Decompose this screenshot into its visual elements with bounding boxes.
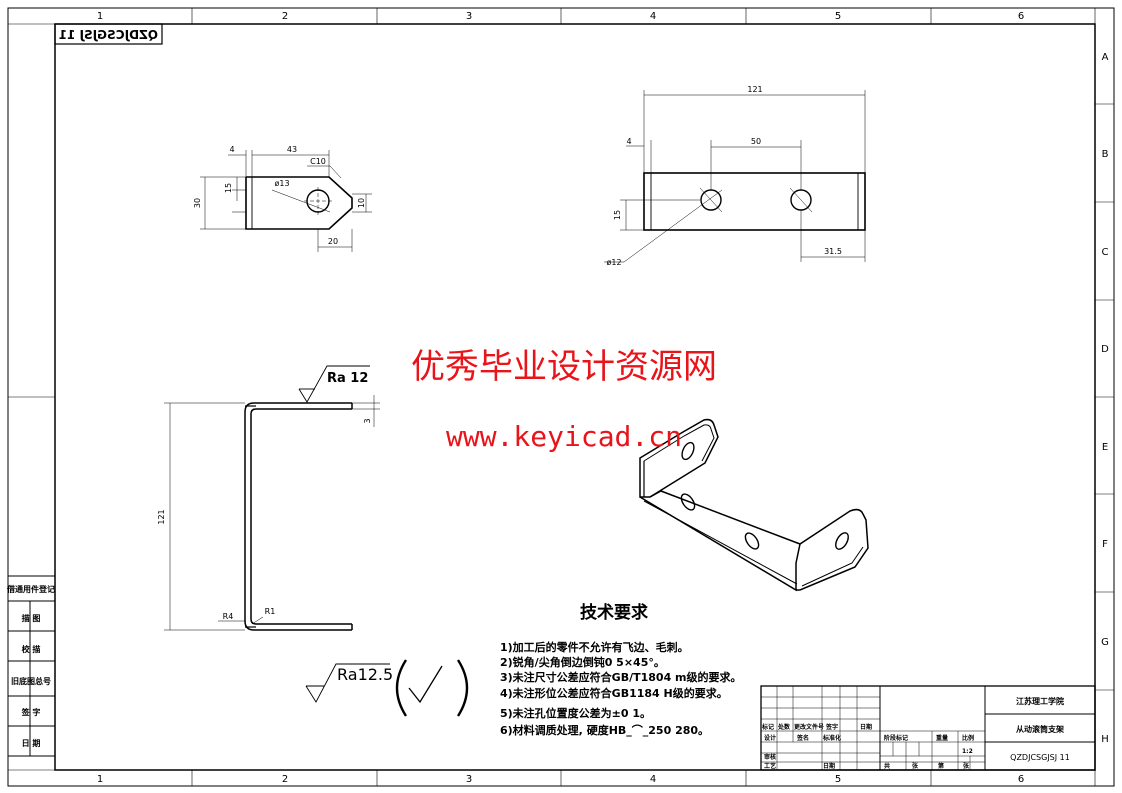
grid-row-A: A — [1102, 52, 1109, 63]
isometric-view — [639, 418, 869, 592]
rev-label-sign: 签字 — [825, 723, 838, 731]
tl-dim-20: 20 — [328, 237, 338, 246]
tech-req-item-1: 1)加工后的零件不允许有飞边、毛刺。 — [500, 640, 689, 654]
side-dim-3: 3 — [363, 418, 372, 423]
grid-row-H: H — [1101, 734, 1109, 745]
title-block-scale: 1:2 — [962, 748, 973, 755]
sheet-num-label: 第 — [937, 762, 944, 770]
tech-req-item-4: 4)未注形位公差应符合GB1184 H级的要求。 — [500, 686, 728, 700]
tech-requirements: 技术要求 1)加工后的零件不允许有飞边、毛刺。 2)锐角/尖角倒边倒钝0 5×4… — [500, 602, 742, 737]
tech-req-item-2: 2)锐角/尖角倒边倒钝0 5×45°。 — [500, 655, 665, 669]
tl-dim-10: 10 — [357, 198, 366, 208]
grid-row-E: E — [1102, 442, 1108, 453]
side-dim-r4: R4 — [223, 612, 234, 621]
side-table-row-4: 旧底图总号 — [11, 676, 51, 686]
side-table: 借通用件登记 描 图 校 描 旧底图总号 签 字 日 期 — [6, 575, 56, 757]
tech-req-title: 技术要求 — [580, 602, 648, 623]
grid-col-1-bottom: 1 — [97, 774, 103, 785]
design-label: 设计 — [764, 734, 776, 742]
general-roughness-value: Ra12.5 — [337, 665, 393, 684]
grid-row-dividers — [1095, 103, 1114, 691]
process-label: 工艺 — [764, 762, 776, 770]
side-roughness: Ra 12 — [327, 371, 368, 386]
tl-dim-43: 43 — [287, 145, 297, 154]
design-std-label: 标准化 — [822, 734, 841, 742]
tech-req-item-6: 6)材料调质处理, 硬度HB_⌒_250 280。 — [500, 723, 709, 737]
grid-row-D: D — [1101, 344, 1109, 355]
grid-col-6-bottom: 6 — [1018, 774, 1024, 785]
tr-dim-15: 15 — [613, 210, 622, 220]
tl-dim-15: 15 — [224, 183, 233, 193]
title-block: 江苏理工学院 从动滚筒支架 QZDJCSGJSJ 11 1:2 标记 处数 更改… — [760, 685, 1096, 771]
side-table-row-6: 日 期 — [22, 738, 41, 748]
sheet-num-unit: 张 — [963, 762, 970, 770]
grid-col-4-top: 4 — [650, 11, 656, 22]
tr-dim-hole: ø12 — [606, 258, 621, 267]
rev-label-doc: 更改文件号 — [794, 723, 824, 731]
tr-dim-4: 4 — [626, 137, 631, 146]
grid-col-2-top: 2 — [282, 11, 288, 22]
tech-req-item-5: 5)未注孔位置度公差为±0 1。 — [500, 706, 651, 720]
grid-col-4-bottom: 4 — [650, 774, 656, 785]
side-table-row-2: 描 图 — [22, 613, 41, 623]
tl-dim-c10: C10 — [310, 157, 326, 166]
tr-dim-31-5: 31.5 — [824, 247, 842, 256]
side-dim-121: 121 — [157, 509, 166, 524]
rev-label-count: 处数 — [777, 723, 791, 731]
title-block-code: QZDJCSGJSJ 11 — [1010, 753, 1070, 762]
grid-col-6-top: 6 — [1018, 11, 1024, 22]
tech-req-item-3: 3)未注尺寸公差应符合GB/T1804 m级的要求。 — [500, 670, 742, 684]
weight-label: 重量 — [936, 734, 948, 742]
mirrored-code-box: QZDJCSGJSJ 11 — [54, 23, 163, 45]
grid-col-1-top: 1 — [97, 11, 103, 22]
tr-dim-50: 50 — [751, 137, 761, 146]
review-label: 审核 — [764, 753, 776, 761]
scale-label: 比例 — [962, 734, 974, 742]
grid-row-C: C — [1102, 247, 1109, 258]
side-table-row-5: 签 字 — [21, 707, 41, 717]
grid-col-3-bottom: 3 — [466, 774, 472, 785]
general-roughness-symbol: Ra12.5 — [305, 659, 469, 717]
tl-dim-4: 4 — [229, 145, 234, 154]
tl-dim-hole: ø13 — [274, 179, 289, 188]
top-left-view: 4 43 C10 ø13 15 30 10 20 — [193, 145, 372, 252]
top-right-view: 121 4 50 15 ø12 31.5 — [604, 85, 866, 267]
sheet-total-label: 共 — [884, 762, 890, 770]
side-table-row-3: 校 描 — [22, 644, 41, 654]
grid-row-B: B — [1102, 149, 1109, 160]
side-table-row-1: 借通用件登记 — [6, 584, 55, 594]
design-sign-label: 签名 — [796, 734, 809, 742]
title-block-part-name: 从动滚筒支架 — [1016, 724, 1064, 734]
tl-dim-30: 30 — [193, 198, 202, 208]
grid-col-5-bottom: 5 — [835, 774, 841, 785]
grid-col-5-top: 5 — [835, 11, 841, 22]
stage-label: 阶段标记 — [884, 734, 908, 742]
grid-col-3-top: 3 — [466, 11, 472, 22]
tr-dim-121: 121 — [747, 85, 762, 94]
sheet-total-unit: 张 — [912, 762, 919, 770]
watermark-line-1: 优秀毕业设计资源网 — [411, 347, 717, 387]
side-view: Ra 12 3 121 R4 R1 — [157, 365, 380, 631]
watermark-line-2: www.keyicad.cn — [446, 420, 682, 453]
grid-col-2-bottom: 2 — [282, 774, 288, 785]
rev-label-mark: 标记 — [761, 723, 774, 731]
grid-column-dividers — [191, 8, 932, 786]
sheet-frame — [7, 7, 1115, 787]
title-block-school: 江苏理工学院 — [1016, 696, 1064, 706]
rev-label-date: 日期 — [860, 723, 872, 731]
grid-row-F: F — [1102, 539, 1108, 550]
side-dim-r1: R1 — [265, 607, 276, 616]
grid-row-G: G — [1101, 637, 1109, 648]
approve-date-label: 日期 — [823, 762, 835, 770]
mirrored-code-text: QZDJCSGJSJ 11 — [59, 28, 158, 42]
